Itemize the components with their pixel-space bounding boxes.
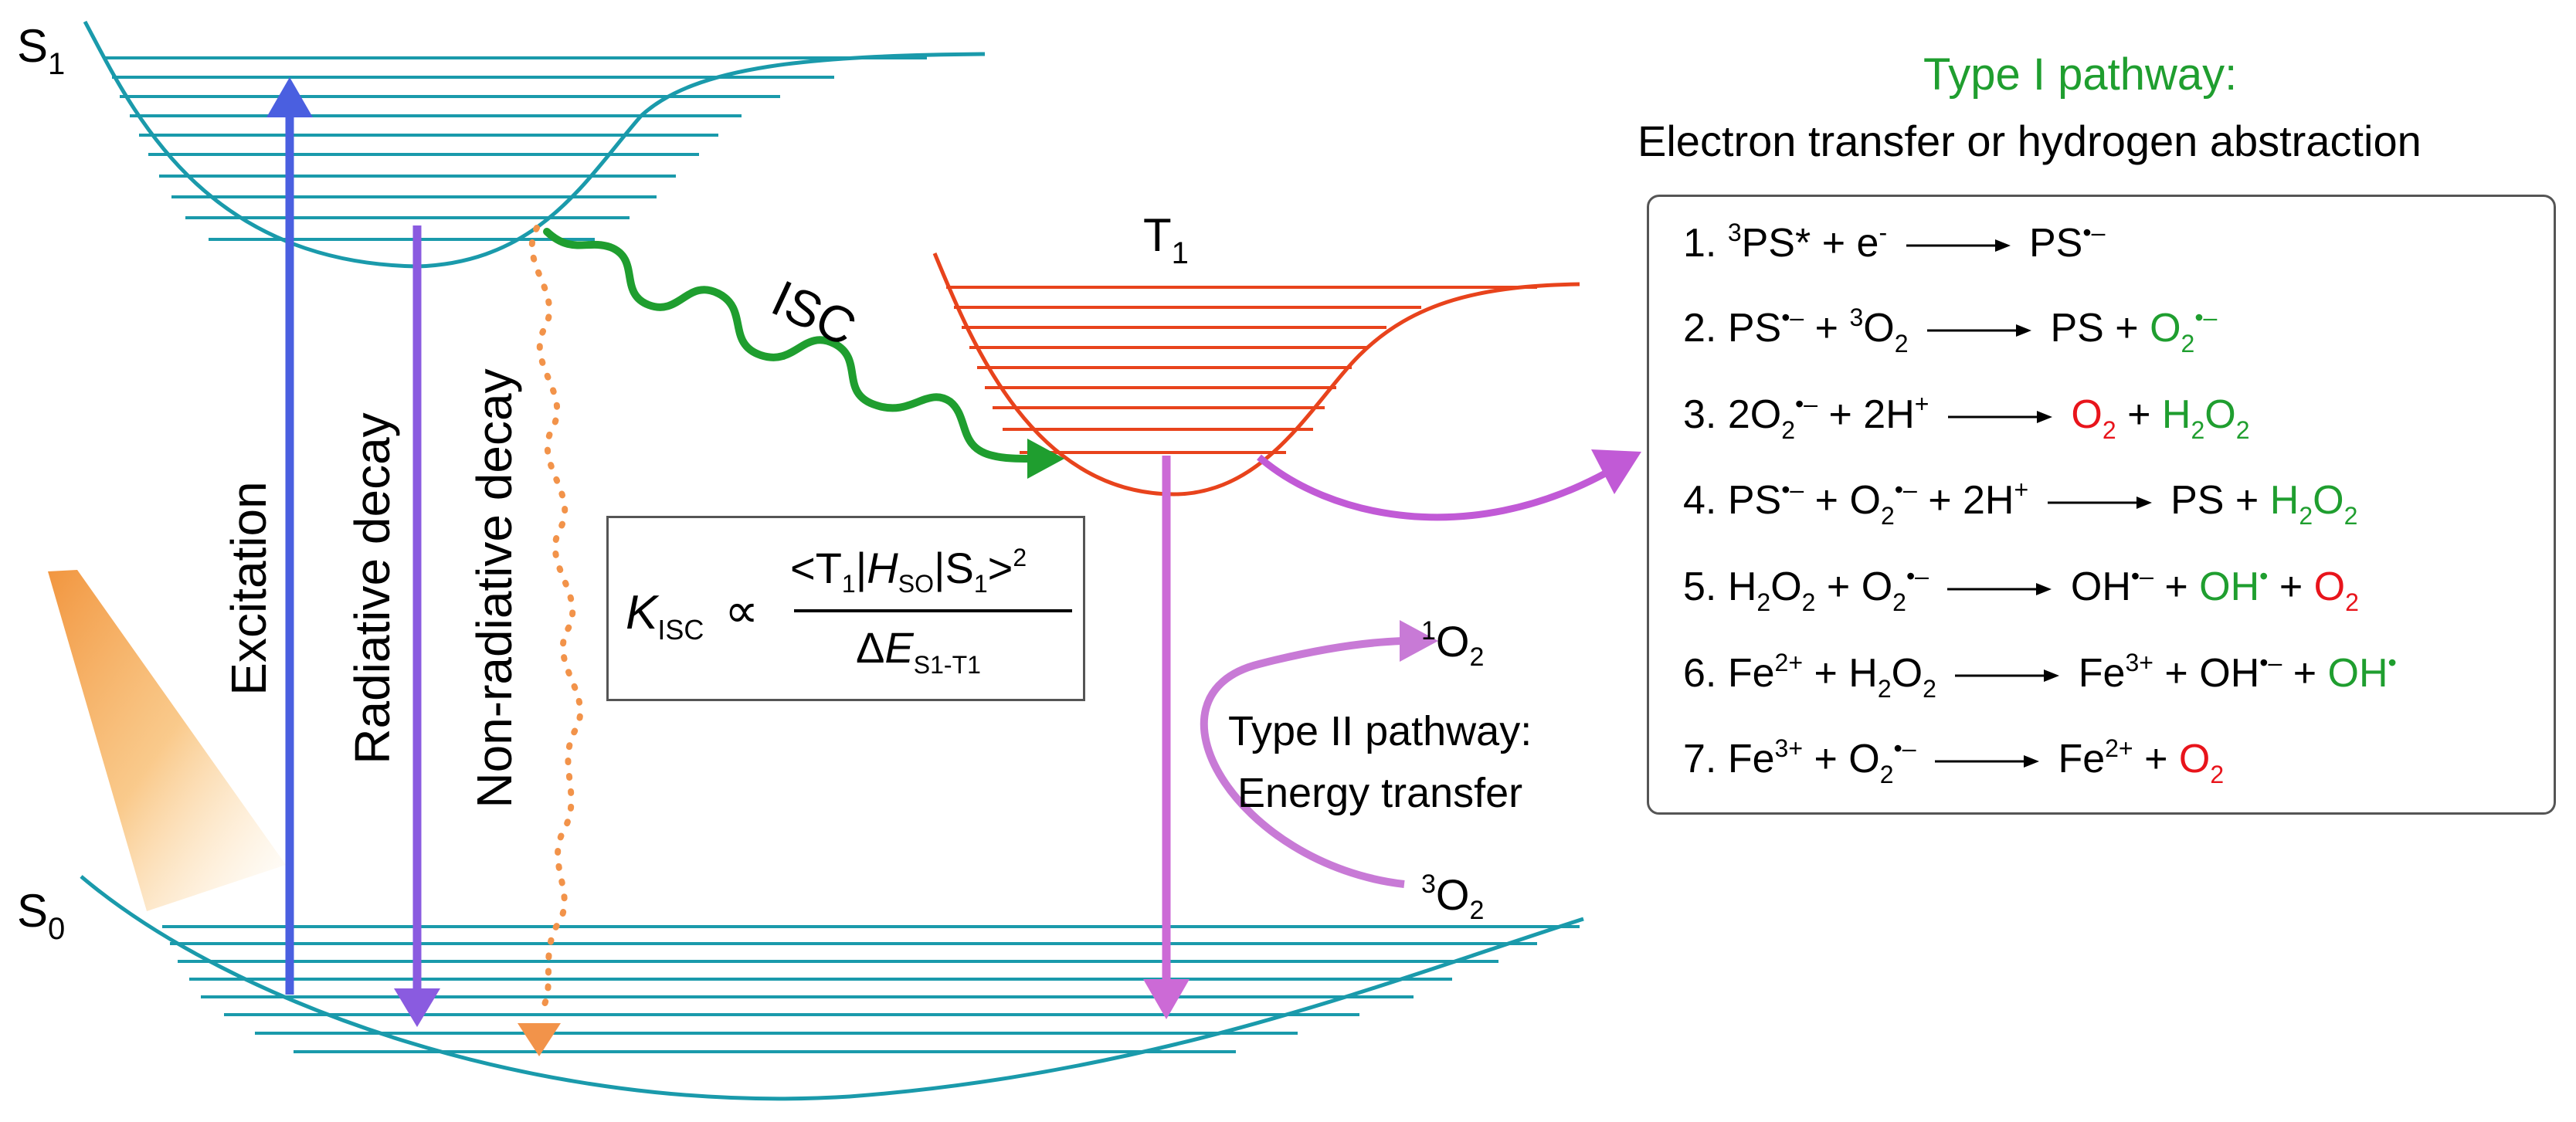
reaction-arrow bbox=[1934, 755, 2039, 768]
type-one-title: Type I pathway: bbox=[1923, 49, 2238, 100]
isc-arrow bbox=[543, 228, 1064, 479]
radiative-decay-arrow bbox=[394, 225, 440, 1027]
s1-vibrational-levels bbox=[104, 56, 927, 241]
reaction-arrow bbox=[2047, 497, 2152, 510]
reaction-6: 6. Fe2+ + H2O2 Fe3+ + OH•– + OH• bbox=[1683, 649, 2397, 703]
type-one-reactions-box: 1. 3PS* + e- PS•– 2. PS•– + 3O2 PS + O2•… bbox=[1647, 195, 2556, 815]
type-two-subtitle: Energy transfer bbox=[1237, 770, 1523, 816]
type-two-title: Type II pathway: bbox=[1228, 708, 1532, 754]
reaction-arrow bbox=[1955, 669, 2060, 683]
reaction-2: 2. PS•– + 3O2 PS + O2•– bbox=[1683, 303, 2218, 358]
nonradiative-decay-label: Non-radiative decay bbox=[467, 368, 522, 808]
s0-well bbox=[80, 875, 1584, 1101]
reaction-arrow bbox=[1947, 583, 2052, 596]
reaction-7: 7. Fe3+ + O2•– Fe2+ + O2 bbox=[1683, 734, 2225, 788]
formula-denominator: ΔES1-T1 bbox=[856, 623, 981, 679]
reaction-3: 3. 2O2•– + 2H+ O2 + H2O2 bbox=[1683, 390, 2250, 444]
t1-label: T1 bbox=[1143, 209, 1189, 270]
nonradiative-decay-arrow bbox=[518, 225, 584, 1056]
t1-vibrational-levels bbox=[946, 286, 1537, 454]
formula-propto: ∝ bbox=[725, 585, 759, 638]
light-beam bbox=[48, 570, 286, 911]
reaction-arrow bbox=[1926, 324, 2031, 337]
reaction-arrow bbox=[1906, 239, 2011, 253]
type-two-pathway-arrow bbox=[1200, 620, 1438, 888]
reaction-arrow bbox=[1947, 411, 2052, 424]
reaction-1: 1. 3PS* + e- PS•– bbox=[1683, 219, 2106, 266]
formula-numerator: <T1|HSO|S1>2 bbox=[790, 544, 1027, 598]
s0-label: S0 bbox=[17, 885, 66, 946]
isc-rate-formula: KISC ∝ <T1|HSO|S1>2 ΔES1-T1 bbox=[606, 516, 1085, 701]
formula-k: KISC bbox=[626, 586, 704, 646]
excitation-arrow bbox=[266, 77, 313, 995]
radiative-decay-label: Radiative decay bbox=[344, 412, 400, 764]
type-one-pathway-arrow bbox=[1257, 449, 1641, 521]
s1-label: S1 bbox=[17, 20, 66, 81]
fraction-bar bbox=[794, 609, 1072, 612]
reaction-4: 4. PS•– + O2•– + 2H+ PS + H2O2 bbox=[1683, 476, 2358, 530]
reaction-5: 5. H2O2 + O2•– OH•– + OH• + O2 bbox=[1683, 562, 2359, 616]
type-one-subtitle: Electron transfer or hydrogen abstractio… bbox=[1638, 117, 2422, 165]
singlet-oxygen: 1O2 bbox=[1421, 616, 1485, 672]
triplet-oxygen: 3O2 bbox=[1421, 869, 1485, 925]
t1-well bbox=[932, 253, 1580, 497]
excitation-label: Excitation bbox=[221, 481, 277, 696]
t1-to-s0-arrow bbox=[1143, 456, 1190, 1019]
